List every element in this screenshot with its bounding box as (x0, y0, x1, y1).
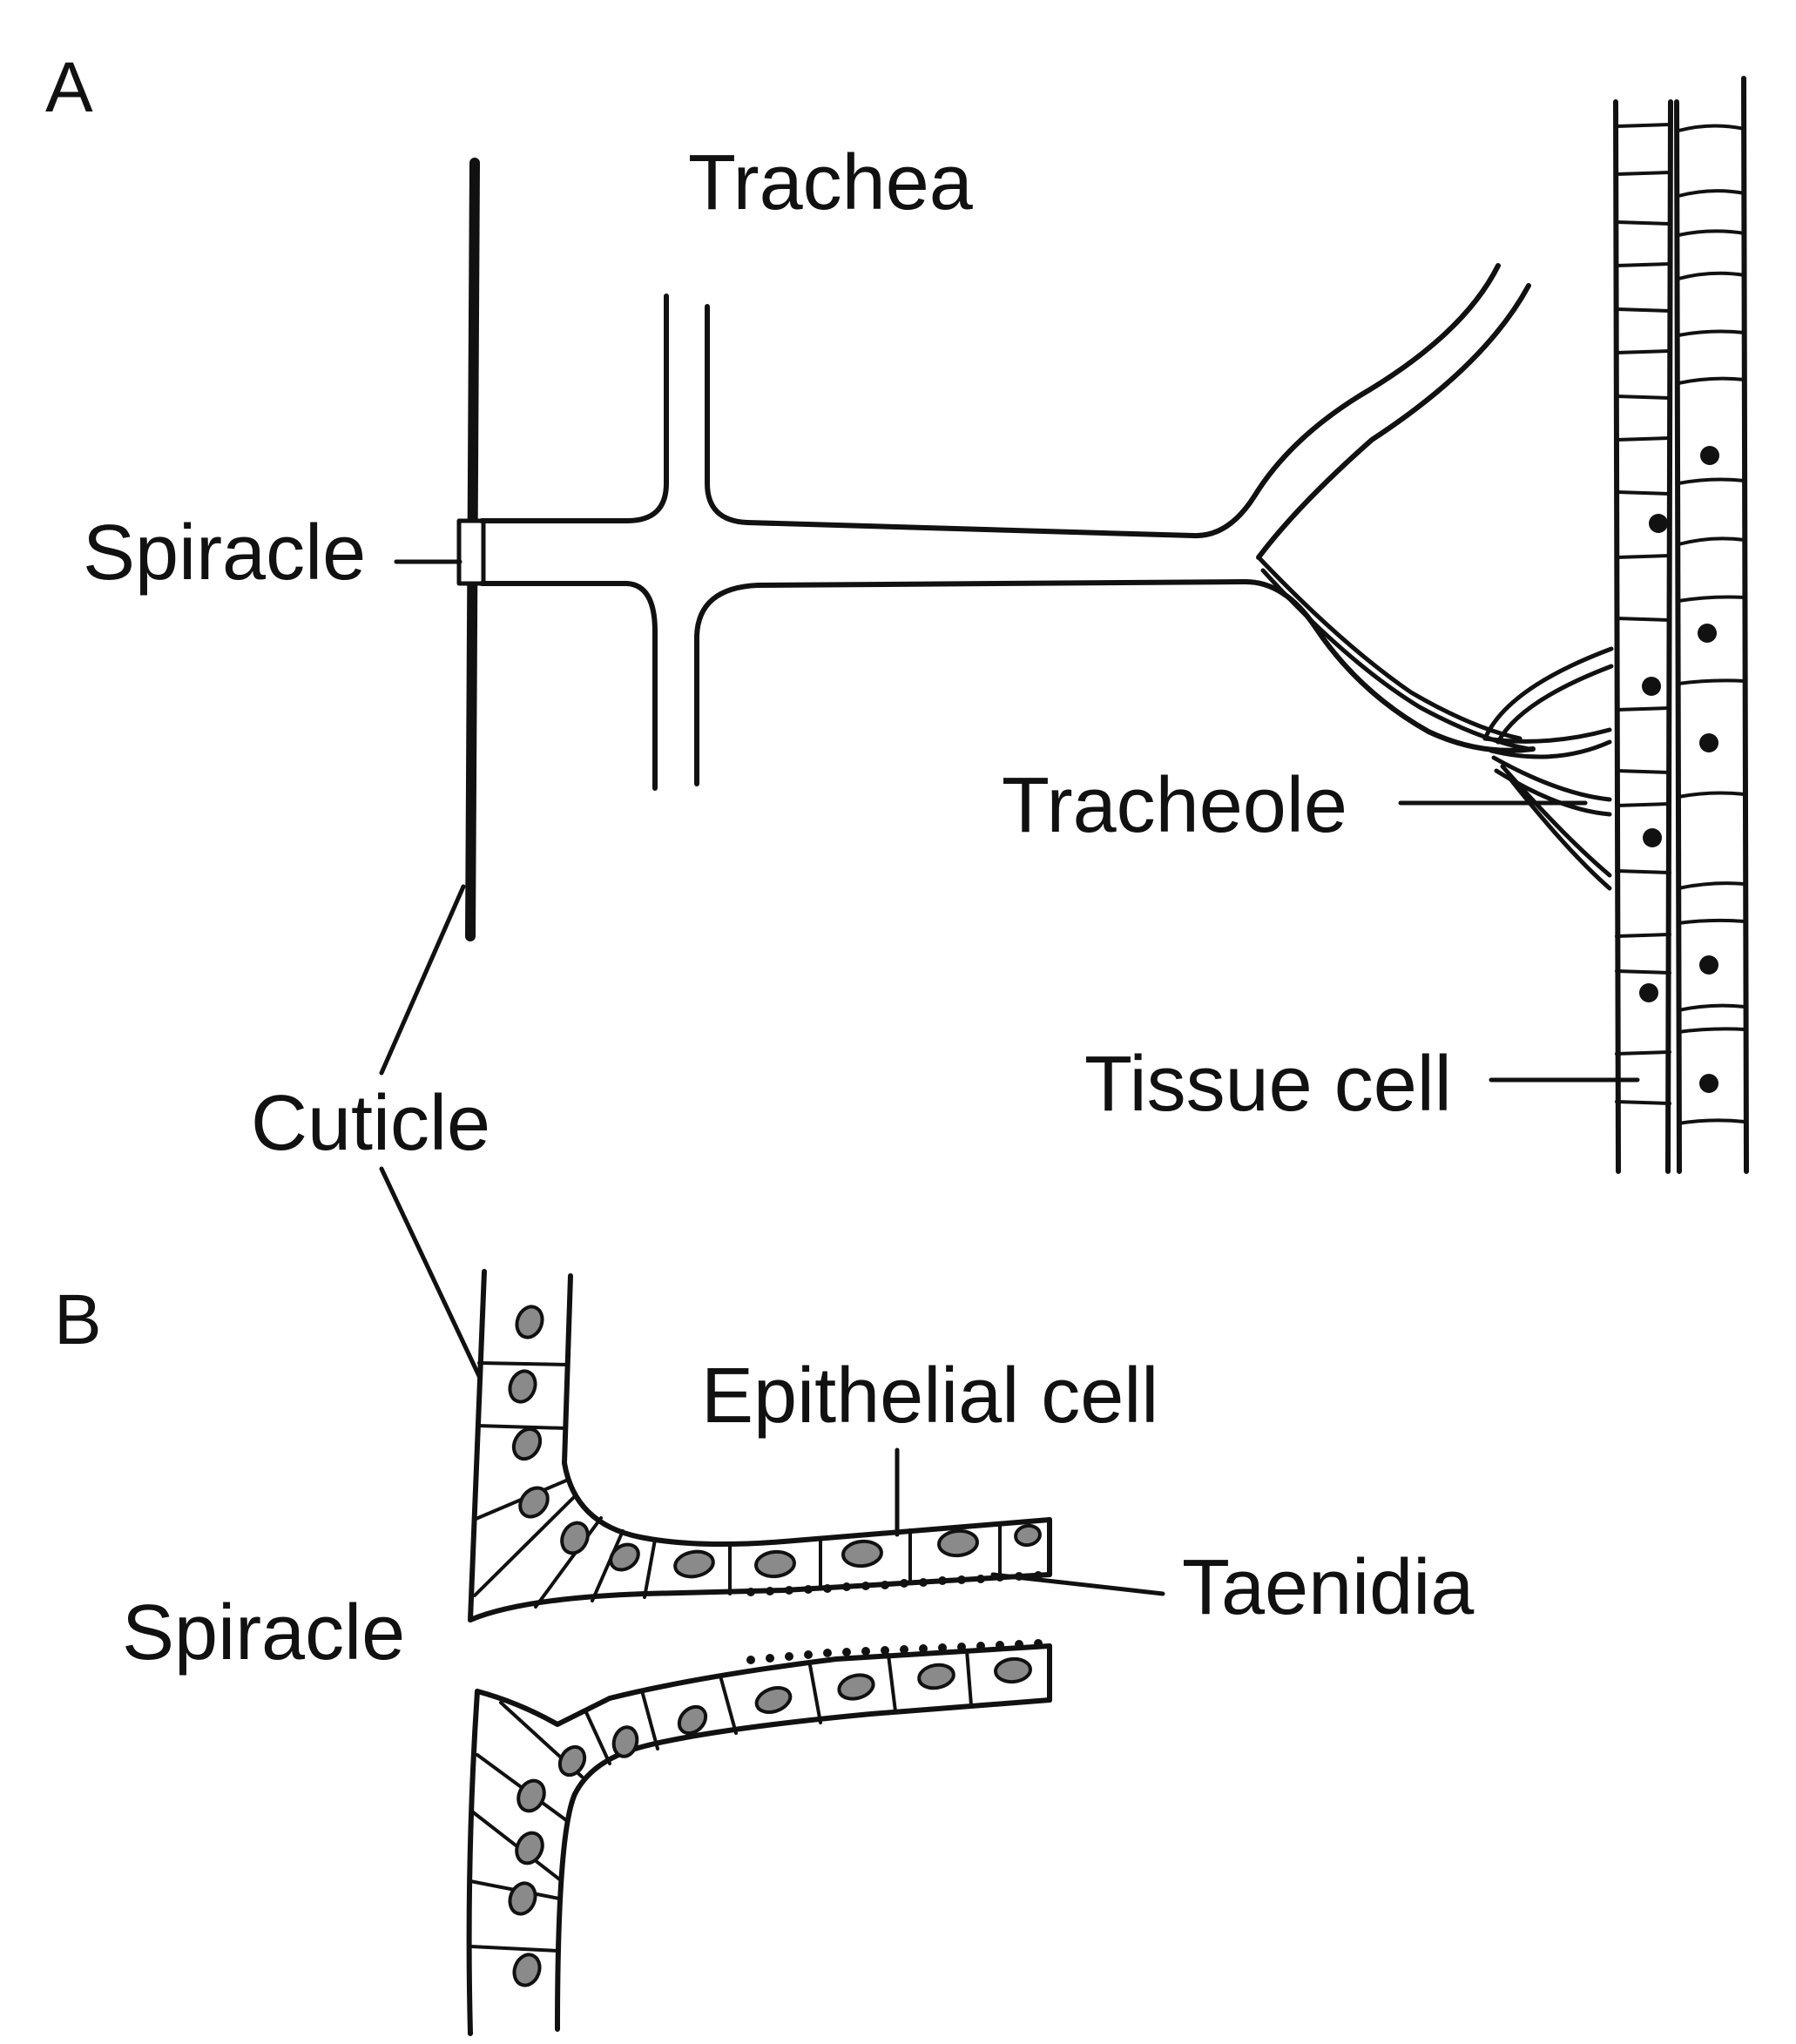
tracheole-branches (1256, 555, 1614, 891)
label-tissue-cell: Tissue cell (1084, 1041, 1452, 1128)
label-epithelial-cell: Epithelial cell (701, 1353, 1159, 1440)
spiracle-opening-a (456, 518, 486, 586)
tissue-nuclei (1639, 446, 1719, 1093)
upper-epithelium-cells (472, 1361, 1002, 1609)
leader-lines-a (379, 559, 1640, 1379)
tissue-cell-walls-right (1677, 124, 1746, 1125)
cuticle-leader-upper (379, 884, 466, 1076)
label-trachea: Trachea (688, 139, 973, 226)
tissue-column (1613, 76, 1749, 1174)
taenidia-leader (990, 1572, 1165, 1596)
tissue-cell-walls-left (1615, 123, 1671, 1105)
lower-epithelium (466, 1643, 1052, 2036)
trachea-tube (479, 263, 1536, 791)
lower-epithelium-cells (469, 1649, 973, 1953)
label-tracheole: Tracheole (1002, 762, 1347, 849)
panel-label-a: A (45, 48, 93, 127)
epithelial-nuclei (508, 1305, 1042, 1987)
upper-epithelium (468, 1269, 1052, 1622)
panel-label-b: B (54, 1280, 102, 1359)
label-spiracle-a: Spiracle (83, 509, 367, 597)
label-cuticle: Cuticle (251, 1080, 491, 1167)
leader-lines-b (895, 1447, 1165, 1596)
label-spiracle-b: Spiracle (122, 1589, 406, 1676)
cuticle-leader-lower (379, 1166, 482, 1379)
label-taenidia: Taenidia (1182, 1544, 1475, 1631)
